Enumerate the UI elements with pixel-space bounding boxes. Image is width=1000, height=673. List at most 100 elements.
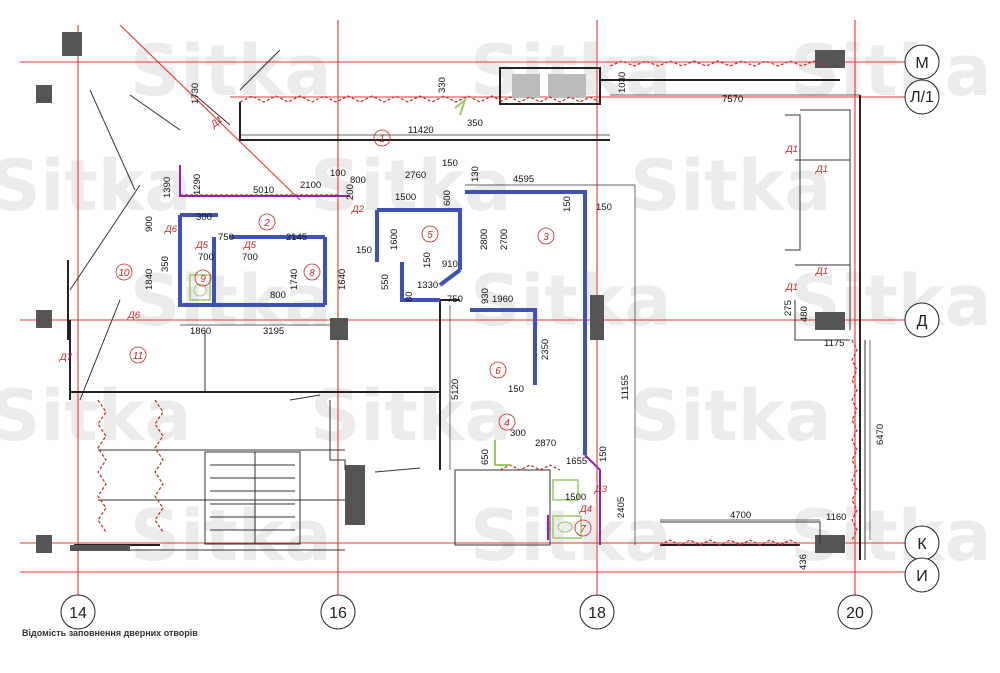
- axis-label-m: М: [915, 55, 928, 72]
- dimension-text: 1600: [389, 229, 400, 250]
- dimension-text: 150: [356, 245, 372, 256]
- axis-label-18: 18: [588, 605, 606, 622]
- dimension-text: 1840: [144, 269, 155, 290]
- dimension-text: 300: [196, 212, 212, 223]
- room-9-label: 9: [200, 274, 206, 285]
- watermark-text: Sitka: [130, 495, 332, 577]
- room-11-label: 11: [133, 351, 143, 362]
- dimension-text: 1290: [192, 174, 203, 195]
- dimension-text: 330: [437, 77, 448, 93]
- dimension-text: 5010: [253, 185, 274, 196]
- dimension-text: 11155: [620, 375, 631, 400]
- dimension-text: 150: [598, 446, 609, 462]
- room-1-label: 1: [379, 134, 385, 145]
- dimension-text: 550: [380, 274, 391, 290]
- dimension-text: 1175: [824, 338, 844, 349]
- axis-label-14: 14: [69, 605, 87, 622]
- walls: [67, 70, 866, 560]
- dimension-text: 1655: [566, 456, 587, 467]
- dimension-text: 1640: [337, 269, 348, 290]
- room-10-label: 10: [118, 268, 130, 279]
- dimension-text: 480: [799, 306, 810, 322]
- dimension-text: 700: [242, 252, 258, 263]
- dimension-text: 650: [480, 449, 491, 465]
- door-label: Д1: [785, 282, 798, 293]
- door-label: Д1: [208, 114, 225, 131]
- room-5-label: 5: [427, 230, 433, 241]
- dimension-text: 1030: [617, 72, 628, 93]
- dimension-text: 2760: [405, 170, 426, 181]
- room-2-label: 2: [263, 218, 270, 229]
- dimension-text: 1740: [289, 269, 300, 290]
- door-label: Д6: [127, 310, 141, 321]
- dimension-text: 5120: [450, 379, 461, 400]
- door-label: Д6: [164, 224, 178, 235]
- dimension-text: 100: [330, 168, 346, 179]
- axis-label-i: И: [916, 568, 928, 585]
- dimension-text: 350: [467, 118, 483, 129]
- door-label: Д7: [59, 352, 73, 363]
- room-labels: 1 2 3 4 5 6 7 8 9 10 11: [115, 129, 592, 537]
- dimension-text: 910: [442, 259, 458, 270]
- watermark-text: Sitka: [630, 145, 832, 227]
- door-label: Д1: [785, 144, 798, 155]
- axis-label-16: 16: [329, 605, 347, 622]
- diagonal-wall: [69, 49, 421, 473]
- dimension-text: 2800: [479, 229, 490, 250]
- columns: [36, 32, 845, 553]
- watermark-text: Sitka: [470, 30, 672, 112]
- dimension-text: 1160: [826, 512, 846, 523]
- watermark-text: Sitka: [310, 145, 512, 227]
- dimension-texts: 1730 330 350 1030 7570 11420 1390 1290 5…: [144, 72, 886, 570]
- door-label: Д2: [351, 204, 365, 215]
- dimension-text: 300: [510, 428, 526, 439]
- watermark-text: Sitka: [470, 495, 672, 577]
- door-label: Д4: [579, 504, 592, 515]
- room-6-label: 6: [495, 366, 501, 377]
- dimension-text: 750: [447, 294, 463, 305]
- watermark-text: Sitka: [0, 145, 192, 227]
- demolition-lines: [97, 60, 858, 546]
- dimension-text: 150: [508, 384, 524, 395]
- dimension-text: 200: [345, 184, 356, 200]
- dimension-text: 4700: [730, 510, 751, 521]
- dimension-text: 1730: [190, 83, 201, 104]
- dimension-text: 2350: [540, 339, 551, 360]
- dimension-text: 436: [798, 554, 809, 570]
- dimension-text: 700: [198, 252, 214, 263]
- dimension-text: 2145: [286, 232, 307, 243]
- dimension-text: 150: [422, 252, 433, 268]
- watermark-text: Sitka: [130, 30, 332, 112]
- axis-label-k: К: [917, 536, 927, 553]
- watermark-text: Sitka: [630, 375, 832, 457]
- dimension-text: 350: [160, 256, 171, 272]
- axis-label-l1: Л/1: [910, 89, 934, 106]
- door-label: Д1: [815, 164, 828, 175]
- dimension-text: 750: [218, 232, 234, 243]
- dimension-text: 6470: [875, 424, 886, 445]
- dimension-text: 1500: [395, 192, 416, 203]
- door-label: Д5: [195, 240, 209, 251]
- room-4-label: 4: [504, 418, 510, 429]
- dimension-text: 800: [350, 175, 366, 186]
- dimension-text: 80: [404, 291, 415, 302]
- watermark-text: Sitka: [790, 30, 992, 112]
- dimension-text: 7570: [722, 94, 743, 105]
- dimension-text: 3195: [263, 326, 284, 337]
- dimension-text: 1390: [162, 177, 173, 198]
- room-7-label: 7: [580, 524, 586, 535]
- dimension-text: 1330: [417, 280, 438, 291]
- door-label: Д5: [243, 240, 257, 251]
- room-3-label: 3: [543, 232, 549, 243]
- dimension-text: 900: [144, 216, 155, 232]
- sanitary-fixtures: [189, 97, 582, 539]
- dimension-text: 1960: [492, 294, 513, 305]
- dimension-text: 1500: [565, 492, 586, 503]
- dimension-text: 130: [470, 166, 481, 182]
- dimension-text: 2100: [300, 180, 321, 191]
- dimension-text: 275: [783, 300, 794, 316]
- dimension-text: 930: [480, 288, 491, 304]
- watermark-text: Sitka: [0, 375, 192, 457]
- dimension-text: 2700: [499, 229, 510, 250]
